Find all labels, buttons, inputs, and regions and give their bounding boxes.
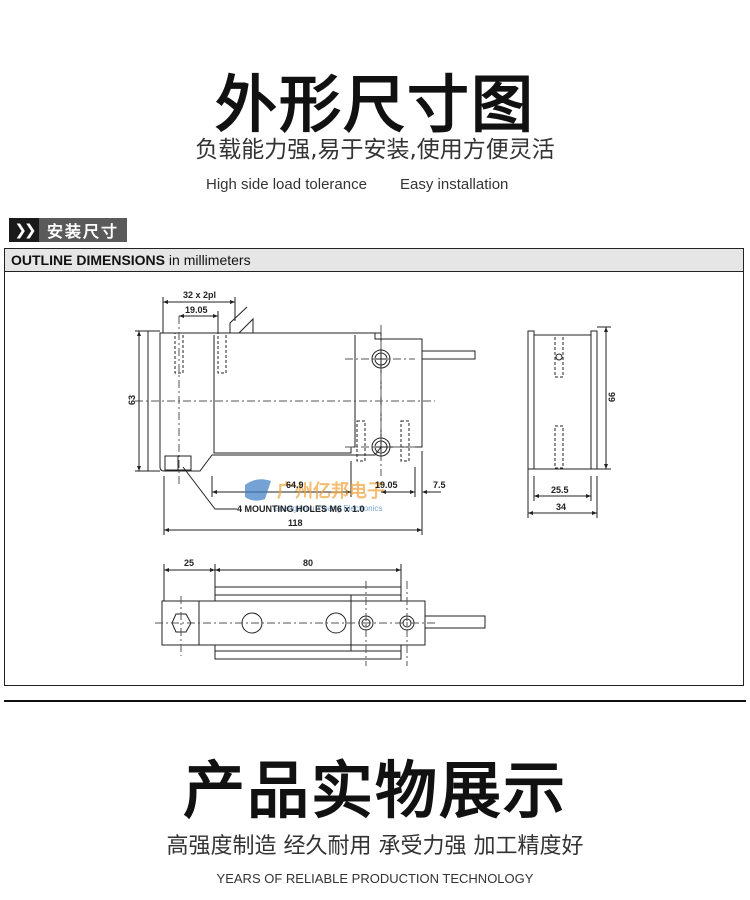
dim-len-a: 64.9 <box>286 480 304 490</box>
showcase-english: YEARS OF RELIABLE PRODUCTION TECHNOLOGY <box>216 871 534 886</box>
drawing-heading-bar: OUTLINE DIMENSIONS in millimeters <box>5 249 743 272</box>
dim-len-c: 7.5 <box>433 480 446 490</box>
bottom-view <box>155 564 486 666</box>
bottom-cable <box>425 615 486 629</box>
feature-side-load: High side load tolerance <box>206 176 367 193</box>
front-right-step <box>374 333 423 448</box>
dim-pitch: 32 x 2pl <box>183 290 216 300</box>
drawing-heading: OUTLINE DIMENSIONS <box>11 252 166 268</box>
section-tag-label: 安装尺寸 <box>39 218 128 242</box>
front-top-notch <box>229 306 254 334</box>
watermark-text: 广州亿邦电子 <box>277 480 385 502</box>
section-divider <box>4 700 746 702</box>
dim-side-inner: 25.5 <box>551 485 569 495</box>
watermark-logo-icon <box>245 479 271 501</box>
watermark: 广州亿邦电子 Guangzhou Yibang Electronics <box>245 479 385 513</box>
outline-drawing-panel: OUTLINE DIMENSIONS in millimeters <box>4 248 744 686</box>
side-body-outline <box>527 330 598 470</box>
front-view <box>135 297 476 535</box>
showcase-subtitle: 高强度制造 经久耐用 承受力强 加工精度好 <box>166 834 584 859</box>
dim-overall: 118 <box>288 518 303 528</box>
screw-icon <box>371 349 391 369</box>
technical-drawing: 广州亿邦电子 Guangzhou Yibang Electronics 32 x… <box>127 290 617 666</box>
front-cable <box>422 350 476 360</box>
front-body-outline <box>159 332 382 472</box>
section-tag: ❯❯ 安装尺寸 <box>9 218 128 242</box>
dim-side-height: 66 <box>607 392 617 402</box>
dim-height: 63 <box>127 395 137 405</box>
mounting-holes-label: 4 MOUNTING HOLES M6 x 1.0 <box>237 504 365 514</box>
page-subtitle: 负载能力强,易于安装,使用方便灵活 <box>195 137 555 163</box>
dim-hole-offset: 19.05 <box>185 305 208 315</box>
double-chevron-icon: ❯❯ <box>9 218 39 242</box>
showcase-title: 产品实物展示 <box>182 754 567 827</box>
dim-side-width: 34 <box>556 502 566 512</box>
page-title: 外形尺寸图 <box>214 68 535 141</box>
dim-bottom-a: 25 <box>184 558 194 568</box>
side-view <box>527 326 611 518</box>
front-inner-cut <box>213 335 356 454</box>
dim-bottom-b: 80 <box>303 558 313 568</box>
dim-len-b: 19.05 <box>375 480 398 490</box>
watermark-english: Guangzhou Yibang Electronics <box>273 504 382 513</box>
drawing-heading-units: in millimeters <box>165 252 251 268</box>
mounting-leader <box>182 466 237 510</box>
feature-easy-install: Easy installation <box>400 176 509 193</box>
screw-icon <box>371 437 391 457</box>
front-hole-dashed <box>174 332 184 374</box>
